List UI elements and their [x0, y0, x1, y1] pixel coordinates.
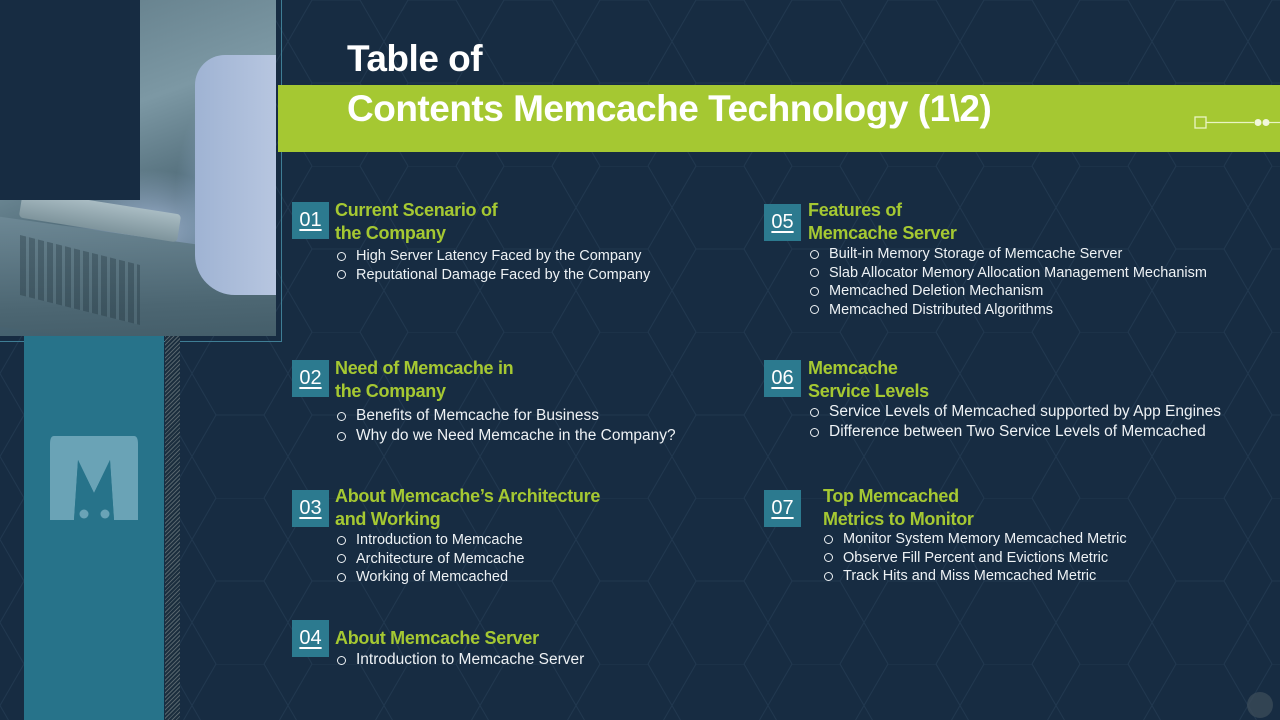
list-item[interactable]: Monitor System Memory Memcached Metric: [822, 530, 1127, 549]
section-items: Introduction to Memcache Architecture of…: [335, 531, 524, 587]
section-heading-line1: Top Memcached: [823, 486, 959, 506]
section-heading-line1: Need of Memcache in: [335, 358, 514, 378]
hatch-divider: [165, 336, 180, 720]
section-items: Introduction to Memcache Server: [335, 650, 584, 670]
title-banner: [278, 85, 1280, 152]
bullet-icon: [824, 571, 833, 581]
connector-decoration-icon: [1194, 116, 1280, 129]
list-item[interactable]: Built-in Memory Storage of Memcache Serv…: [808, 245, 1207, 264]
section-number-badge: 06: [764, 360, 801, 397]
section-heading-line2: the Company: [335, 381, 446, 401]
section-number-badge: 07: [764, 490, 801, 527]
section-heading: About Memcache’s Architecture and Workin…: [335, 485, 600, 531]
section-heading: Features of Memcache Server: [808, 199, 957, 245]
bullet-icon: [337, 535, 346, 545]
bullet-icon: [824, 553, 833, 563]
bullet-icon: [810, 427, 819, 437]
section-heading-line1: About Memcache’s Architecture: [335, 486, 601, 506]
section-number-badge: 04: [292, 620, 329, 657]
section-number-badge: 03: [292, 490, 329, 527]
section-items: Built-in Memory Storage of Memcache Serv…: [808, 245, 1207, 319]
list-item[interactable]: Benefits of Memcache for Business: [335, 406, 676, 426]
section-heading-line1: About Memcache Server: [335, 628, 539, 648]
sleeve-shape: [195, 55, 276, 295]
list-item[interactable]: Reputational Damage Faced by the Company: [335, 266, 650, 285]
list-item[interactable]: Memcached Deletion Mechanism: [808, 282, 1207, 301]
bullet-icon: [337, 251, 346, 261]
section-heading-line2: the Company: [335, 223, 446, 243]
section-heading: Current Scenario of the Company: [335, 199, 498, 245]
bullet-icon: [337, 572, 346, 582]
section-heading-line2: Memcache Server: [808, 223, 957, 243]
list-item[interactable]: Service Levels of Memcached supported by…: [808, 402, 1221, 422]
section-heading: About Memcache Server: [335, 627, 539, 650]
side-teal-strip: [24, 336, 164, 720]
bullet-icon: [337, 270, 346, 280]
section-heading-line1: Features of: [808, 200, 902, 220]
bullet-icon: [810, 286, 819, 296]
list-item[interactable]: Slab Allocator Memory Allocation Managem…: [808, 264, 1207, 283]
photo-overlay-block: [0, 0, 140, 200]
section-heading-line1: Memcache: [808, 358, 898, 378]
bullet-icon: [337, 431, 346, 441]
section-number-badge: 05: [764, 204, 801, 241]
section-heading-line2: Service Levels: [808, 381, 929, 401]
section-heading: Top Memcached Metrics to Monitor: [823, 485, 974, 531]
list-item[interactable]: Memcached Distributed Algorithms: [808, 301, 1207, 320]
bullet-icon: [337, 655, 346, 665]
list-item[interactable]: High Server Latency Faced by the Company: [335, 247, 650, 266]
section-heading: Need of Memcache in the Company: [335, 357, 514, 403]
list-item[interactable]: Why do we Need Memcache in the Company?: [335, 426, 676, 446]
list-item[interactable]: Track Hits and Miss Memcached Metric: [822, 567, 1127, 586]
list-item[interactable]: Introduction to Memcache: [335, 531, 524, 550]
list-item[interactable]: Introduction to Memcache Server: [335, 650, 584, 670]
memcached-logo-icon: [50, 436, 138, 520]
section-items: Service Levels of Memcached supported by…: [808, 402, 1221, 442]
list-item[interactable]: Difference between Two Service Levels of…: [808, 422, 1221, 442]
bullet-icon: [810, 407, 819, 417]
section-heading-line2: Metrics to Monitor: [823, 509, 974, 529]
section-items: High Server Latency Faced by the Company…: [335, 247, 650, 284]
bullet-icon: [810, 249, 819, 259]
page-title-line1: Table of: [347, 38, 483, 79]
bullet-icon: [337, 554, 346, 564]
section-heading: Memcache Service Levels: [808, 357, 929, 403]
bullet-icon: [337, 411, 346, 421]
slide-nav-circle-button[interactable]: [1247, 692, 1273, 718]
bullet-icon: [824, 534, 833, 544]
page-title-line2: Contents Memcache Technology (1\2): [347, 88, 992, 129]
header-photo: [0, 0, 276, 336]
section-items: Benefits of Memcache for Business Why do…: [335, 406, 676, 446]
list-item[interactable]: Observe Fill Percent and Evictions Metri…: [822, 549, 1127, 568]
bullet-icon: [810, 268, 819, 278]
bullet-icon: [810, 305, 819, 315]
section-number-badge: 01: [292, 202, 329, 239]
section-heading-line1: Current Scenario of: [335, 200, 498, 220]
section-number-badge: 02: [292, 360, 329, 397]
list-item[interactable]: Working of Memcached: [335, 568, 524, 587]
section-items: Monitor System Memory Memcached Metric O…: [822, 530, 1127, 586]
section-heading-line2: and Working: [335, 509, 441, 529]
list-item[interactable]: Architecture of Memcache: [335, 550, 524, 569]
